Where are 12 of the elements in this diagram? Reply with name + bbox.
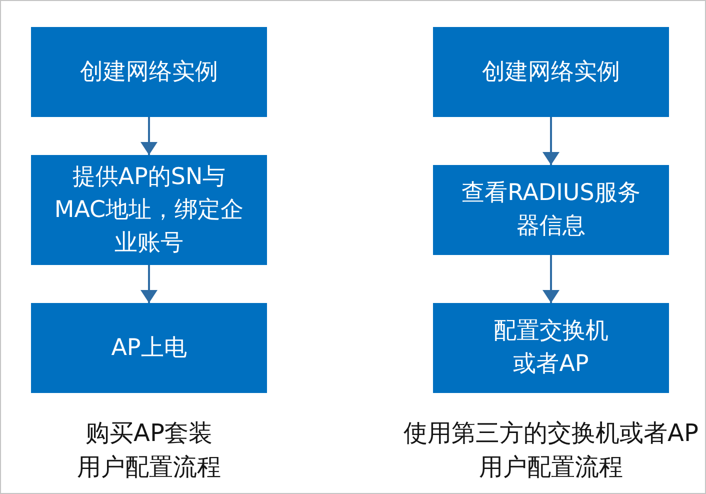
process-box: 查看RADIUS服务器信息 [433, 165, 669, 255]
process-box: 创建网络实例 [433, 27, 669, 117]
flow-caption: 使用第三方的交换机或者AP用户配置流程 [402, 418, 700, 483]
process-box: 创建网络实例 [31, 27, 267, 117]
arrow [140, 265, 158, 303]
arrow [140, 117, 158, 155]
process-box: 提供AP的SN与MAC地址，绑定企业账号 [31, 155, 267, 265]
flow-caption: 购买AP套装用户配置流程 [76, 418, 222, 483]
process-box: 配置交换机或者AP [433, 303, 669, 393]
arrow [542, 117, 560, 165]
arrow [542, 255, 560, 303]
process-box: AP上电 [31, 303, 267, 393]
